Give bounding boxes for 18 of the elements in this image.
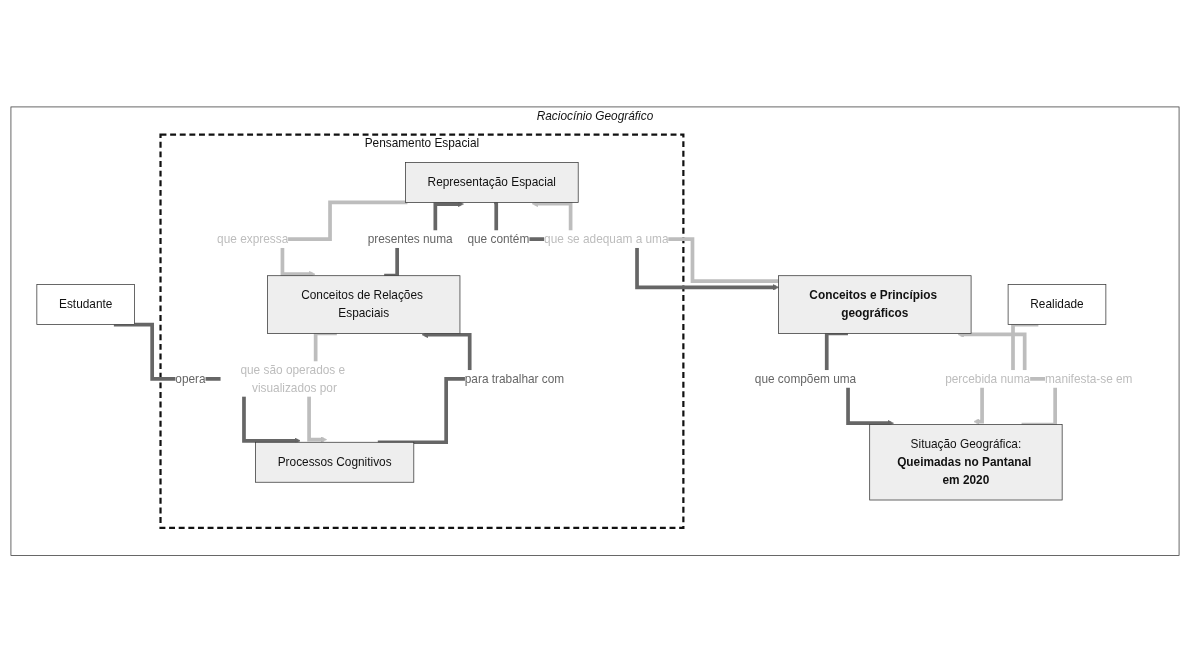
edge-label: presentes numa [367, 232, 453, 245]
edge-label: opera [175, 372, 206, 385]
edge-label: manifesta-se em [1044, 372, 1133, 385]
node-box: Conceitos de Relações Espaciais [267, 275, 461, 334]
edge-label: que contém [467, 232, 530, 245]
node-box: Conceitos e Princípios geográficos [778, 275, 972, 334]
edge-label: que compõem uma [754, 372, 857, 385]
arrow [377, 331, 472, 444]
edge-label: para trabalhar com [464, 372, 565, 385]
edge-label: que são operados e visualizados por [240, 363, 346, 394]
node-box: Estudante [36, 284, 135, 325]
node-box: Situação Geográfica: Queimadas no Pantanal em 2020 [869, 423, 1063, 501]
edge-label: percebida numa [945, 372, 1031, 385]
node-box: Realidade [1007, 284, 1107, 325]
node-box: Processos Cognitivos [255, 441, 415, 483]
edge-label: que se adequam a uma [544, 232, 669, 245]
edge-label: que expressa [217, 232, 289, 245]
node-box: Representação Espacial [405, 161, 579, 203]
